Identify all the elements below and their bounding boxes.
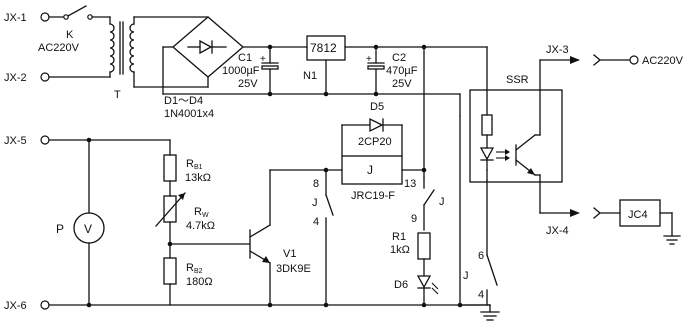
svg-text:JX-1: JX-1 [4,12,27,24]
svg-text:13kΩ: 13kΩ [185,172,211,184]
relay-contact-j3: 6 J 4 [463,250,498,306]
svg-text:J: J [367,163,373,177]
svg-text:D5: D5 [370,101,384,113]
svg-text:R: R [186,262,194,274]
resistor-r1: R1 1kΩ [390,231,431,260]
relay-contact-j1: J 4 [312,169,334,306]
transformer-t: T [109,16,135,101]
diode-d5: D5 2CP20 [341,101,403,157]
resistor-rb1: R B1 13kΩ [163,139,211,197]
led-d6: D6 [394,258,439,306]
svg-text:JX-2: JX-2 [4,72,27,84]
svg-text:2CP20: 2CP20 [358,136,392,148]
svg-text:D6: D6 [394,279,408,291]
capacitor-c2: + C2 470µF 25V [366,44,418,97]
svg-text:+: + [366,54,372,65]
svg-text:25V: 25V [392,78,412,90]
svg-text:J: J [439,196,445,208]
svg-text:B1: B1 [194,164,203,171]
svg-text:V: V [84,222,92,236]
svg-text:J: J [463,270,469,282]
junction-ground-right [457,302,463,308]
svg-text:1000µF: 1000µF [222,65,260,77]
jx1-terminal: JX-1 [4,12,50,24]
svg-text:JX-6: JX-6 [4,300,27,312]
relay-contact-j2: J 9 [411,177,445,231]
svg-text:4: 4 [478,289,484,301]
svg-text:K: K [66,29,74,41]
svg-text:+: + [260,54,266,65]
svg-text:6: 6 [478,250,484,262]
relay-jrc19f: J JRC19-F 8 13 [313,155,427,202]
potentiometer-rw: R W 4.7kΩ [155,192,215,245]
svg-text:J: J [312,197,318,209]
jx2-terminal: JX-2 [4,72,50,84]
svg-text:4: 4 [313,216,319,228]
svg-text:4.7kΩ: 4.7kΩ [186,220,215,232]
svg-text:T: T [114,89,121,101]
switch-k: K [48,5,111,41]
jx6-terminal: JX-6 [4,300,50,312]
svg-text:V1: V1 [283,248,296,260]
load-jc4: JC4 [593,199,681,245]
ac-output-terminal: AC220V [593,54,684,67]
jx5-terminal: JX-5 [4,135,50,147]
ground-symbol [459,115,500,321]
svg-text:3DK9E: 3DK9E [276,263,311,275]
svg-text:C1: C1 [238,52,252,64]
svg-text:P: P [56,222,64,236]
svg-text:180Ω: 180Ω [186,276,213,288]
svg-text:JX-3: JX-3 [546,44,569,56]
resistor-rb2: R B2 180Ω [163,243,213,306]
svg-text:C2: C2 [392,52,406,64]
svg-text:JX-4: JX-4 [546,225,569,237]
svg-text:D1～D4: D1～D4 [164,95,203,107]
svg-text:AC220V: AC220V [642,55,684,67]
svg-text:SSR: SSR [506,74,529,86]
ssr-output-bottom: JX-4 [539,174,580,237]
svg-text:R: R [194,206,202,218]
svg-text:13: 13 [404,178,416,190]
svg-text:470µF: 470µF [386,65,418,77]
svg-text:25V: 25V [238,78,258,90]
svg-text:JC4: JC4 [628,209,648,221]
input-voltage-label: AC220V [38,42,80,54]
svg-text:1kΩ: 1kΩ [390,244,410,256]
svg-text:7812: 7812 [310,41,337,55]
svg-text:R1: R1 [392,231,406,243]
svg-text:W: W [202,212,209,219]
svg-text:1N4001x4: 1N4001x4 [164,108,214,120]
svg-text:8: 8 [313,178,319,190]
transistor-v1: V1 3DK9E [249,169,327,308]
ssr-module: SSR [469,74,563,183]
svg-text:N1: N1 [303,70,317,82]
svg-text:B2: B2 [194,268,203,275]
regulator-7812: 7812 N1 [303,35,346,97]
junction-contact-ground [323,302,329,308]
junction-led-ground [421,302,427,308]
gauge-p: V P [56,139,105,306]
bridge-rectifier: D1～D4 1N4001x4 [164,16,244,120]
svg-text:9: 9 [411,213,417,225]
svg-text:R: R [186,158,194,170]
svg-text:JX-5: JX-5 [4,135,27,147]
capacitor-c1: + C1 1000µF 25V [222,44,279,97]
svg-text:JRC19-F: JRC19-F [351,190,395,202]
ssr-output-top: JX-3 [539,44,580,136]
